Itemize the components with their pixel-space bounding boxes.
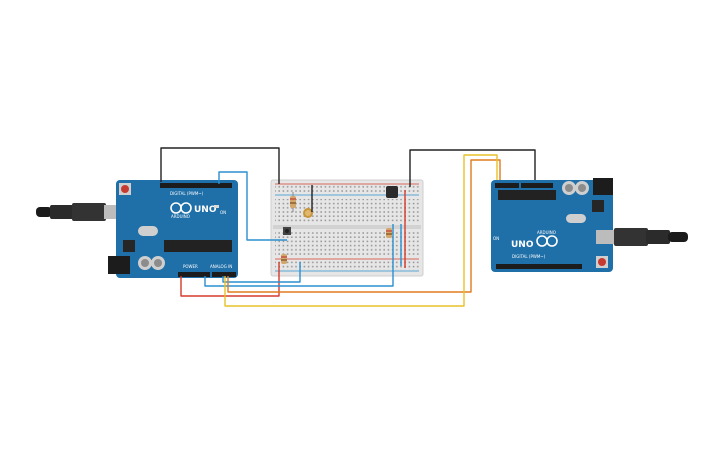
power-jack-left [108, 256, 130, 274]
digital-header-right [496, 264, 582, 269]
arduino-uno-left[interactable]: DIGITAL (PWM~) ARDUINO UNO ON POWER ANAL… [108, 180, 238, 278]
wire-black-right[interactable] [409, 149, 536, 187]
arduino-logo-right-icon [536, 235, 558, 247]
temperature-sensor[interactable] [386, 186, 398, 198]
model-label-right: UNO [511, 240, 534, 250]
brand-label-right: ARDUINO [537, 230, 556, 235]
arduino-uno-right[interactable]: UNO ARDUINO ON DIGITAL (PWM~) [491, 178, 613, 272]
lower-terminal-strip [275, 231, 419, 255]
wire-black-left[interactable] [160, 147, 280, 184]
wire-red-left[interactable] [180, 262, 280, 297]
right-usb-cable[interactable] [596, 228, 688, 246]
arduino-logo-left-icon [170, 202, 192, 214]
top-power-rail [275, 185, 419, 194]
wire-blue-bb[interactable] [222, 262, 301, 283]
power-label-left: POWER [183, 264, 198, 269]
digital-label-left: DIGITAL (PWM~) [170, 191, 204, 196]
wire-yellow[interactable] [224, 154, 498, 307]
photoresistor[interactable] [303, 208, 313, 218]
oscillator-left [138, 226, 158, 236]
power-jack-right [593, 178, 613, 195]
wire-orange[interactable] [227, 159, 501, 293]
wire-blue-left-2[interactable] [204, 224, 394, 287]
usb-chip-left [123, 240, 135, 252]
center-channel [273, 225, 421, 229]
analog-label-left: ANALOG IN [210, 264, 232, 269]
model-label-left: UNO [194, 205, 217, 215]
usb-chip-right [592, 200, 604, 212]
analog-header-left [212, 272, 236, 277]
wires [160, 147, 536, 307]
resistor-2[interactable] [281, 254, 287, 264]
power-header-right [521, 183, 553, 188]
on-label-left: ON [220, 210, 226, 215]
microcontroller-left [164, 240, 232, 252]
bottom-power-rail [275, 260, 419, 270]
microcontroller-right [498, 190, 556, 200]
brand-label-left: ARDUINO [171, 214, 190, 219]
resistor-3[interactable] [386, 228, 392, 238]
wire-blue-left-1[interactable] [218, 171, 287, 241]
on-label-right: ON [493, 236, 499, 241]
analog-header-right [495, 183, 519, 188]
left-usb-cable[interactable] [36, 203, 122, 221]
pushbutton[interactable] [283, 227, 291, 235]
breadboard[interactable] [270, 179, 424, 277]
digital-label-right: DIGITAL (PWM~) [512, 254, 546, 259]
digital-header-left [160, 183, 232, 188]
upper-terminal-strip [275, 199, 419, 223]
oscillator-right [566, 214, 586, 223]
resistor-1[interactable] [290, 192, 296, 212]
power-header-left [178, 272, 210, 277]
